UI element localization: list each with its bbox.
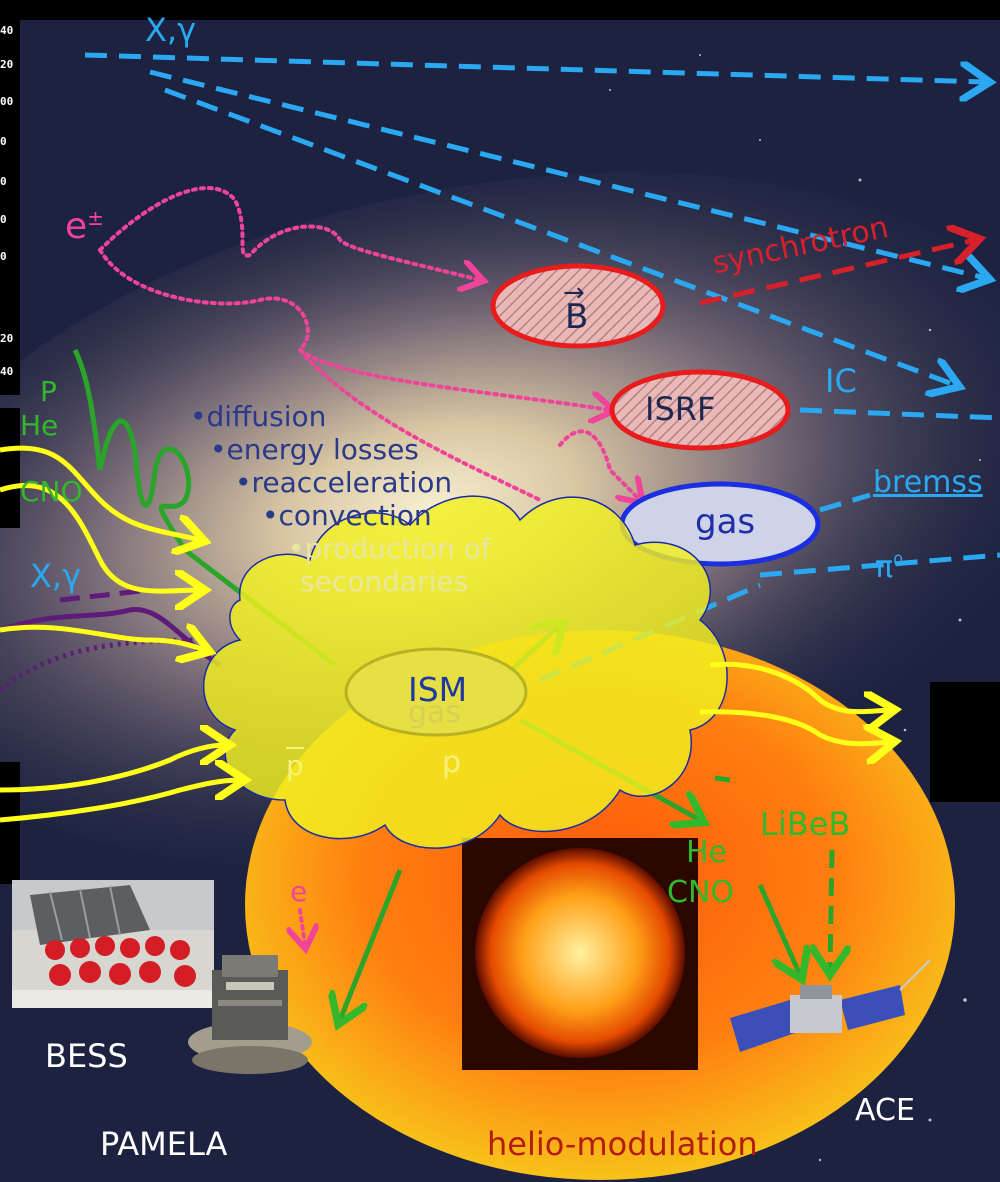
right-black-box (930, 682, 1000, 802)
process-item: •reacceleration (235, 466, 453, 499)
secondary-helium-label: He (686, 835, 728, 870)
axis-tick: 20 (0, 58, 14, 71)
cno-label: CNO (20, 475, 83, 508)
top-black-bar (0, 0, 1000, 20)
axis-tick: 0 (0, 250, 7, 263)
ism-cloud (202, 495, 728, 849)
helio-modulation-label: helio-modulation (487, 1125, 758, 1163)
synchrotron-line (699, 240, 975, 306)
left-axis-strip (0, 0, 20, 395)
process-item: secondaries (300, 565, 469, 598)
gas-under-ism-label: gas (408, 695, 462, 730)
process-item: •production of (288, 532, 491, 565)
axis-tick: 0 (0, 135, 7, 148)
axis-tick: 40 (0, 24, 14, 37)
axis-tick: 40 (0, 365, 14, 378)
sun (475, 848, 685, 1058)
process-item: •energy losses (210, 433, 419, 466)
process-item: •diffusion (190, 400, 327, 433)
ism-flow-arrows (0, 445, 890, 823)
b-field-label: → B (563, 280, 589, 337)
ace-label: ACE (855, 1093, 915, 1128)
x-gamma-label-left: X,γ (30, 557, 82, 595)
gas-label: gas (695, 502, 756, 542)
electron-paths (98, 186, 640, 945)
electron-label: e± (65, 208, 104, 245)
secondary-electron-label: e (290, 875, 308, 908)
helium-label: He (20, 409, 59, 442)
pi0-label: π0 (875, 553, 903, 583)
left-black-box-lower (0, 762, 20, 884)
axis-tick: 20 (0, 332, 14, 345)
pi0-sup: 0 (893, 551, 904, 570)
proton-label: P (40, 375, 57, 408)
ism-label: ISM (408, 670, 468, 709)
secondary-proton-label: p (442, 745, 462, 780)
secondary-cno-label: CNO (667, 875, 735, 910)
electron-sup: ± (87, 206, 104, 230)
ism-ellipse (344, 647, 528, 737)
isrf-target (609, 369, 791, 451)
pamela-satellite (188, 955, 312, 1074)
pamela-label: PAMELA (100, 1125, 228, 1163)
electron-symbol: e (65, 206, 88, 247)
bess-photo (12, 880, 214, 1008)
magnetic-field-target (490, 263, 666, 349)
x-gamma-label-top: X,γ (145, 11, 197, 49)
axis-tick: 00 (0, 95, 14, 108)
left-black-box (0, 408, 20, 528)
axis-tick: 0 (0, 213, 7, 226)
process-item: •convection (262, 499, 432, 532)
axis-tick: 0 (0, 175, 7, 188)
bess-label: BESS (45, 1037, 128, 1075)
ic-label: IC (825, 362, 857, 400)
process-list: •diffusion •energy losses •reacceleratio… (190, 400, 491, 598)
ace-satellite (730, 959, 931, 1052)
b-field-text: B (565, 297, 589, 337)
vector-arrow-icon: → (563, 278, 585, 308)
libeb-label: LiBeB (760, 805, 851, 843)
antiproton-label: p (286, 749, 304, 782)
pi0-symbol: π (875, 550, 894, 585)
bremss-label: bremss (873, 465, 983, 500)
isrf-label: ISRF (645, 390, 716, 428)
